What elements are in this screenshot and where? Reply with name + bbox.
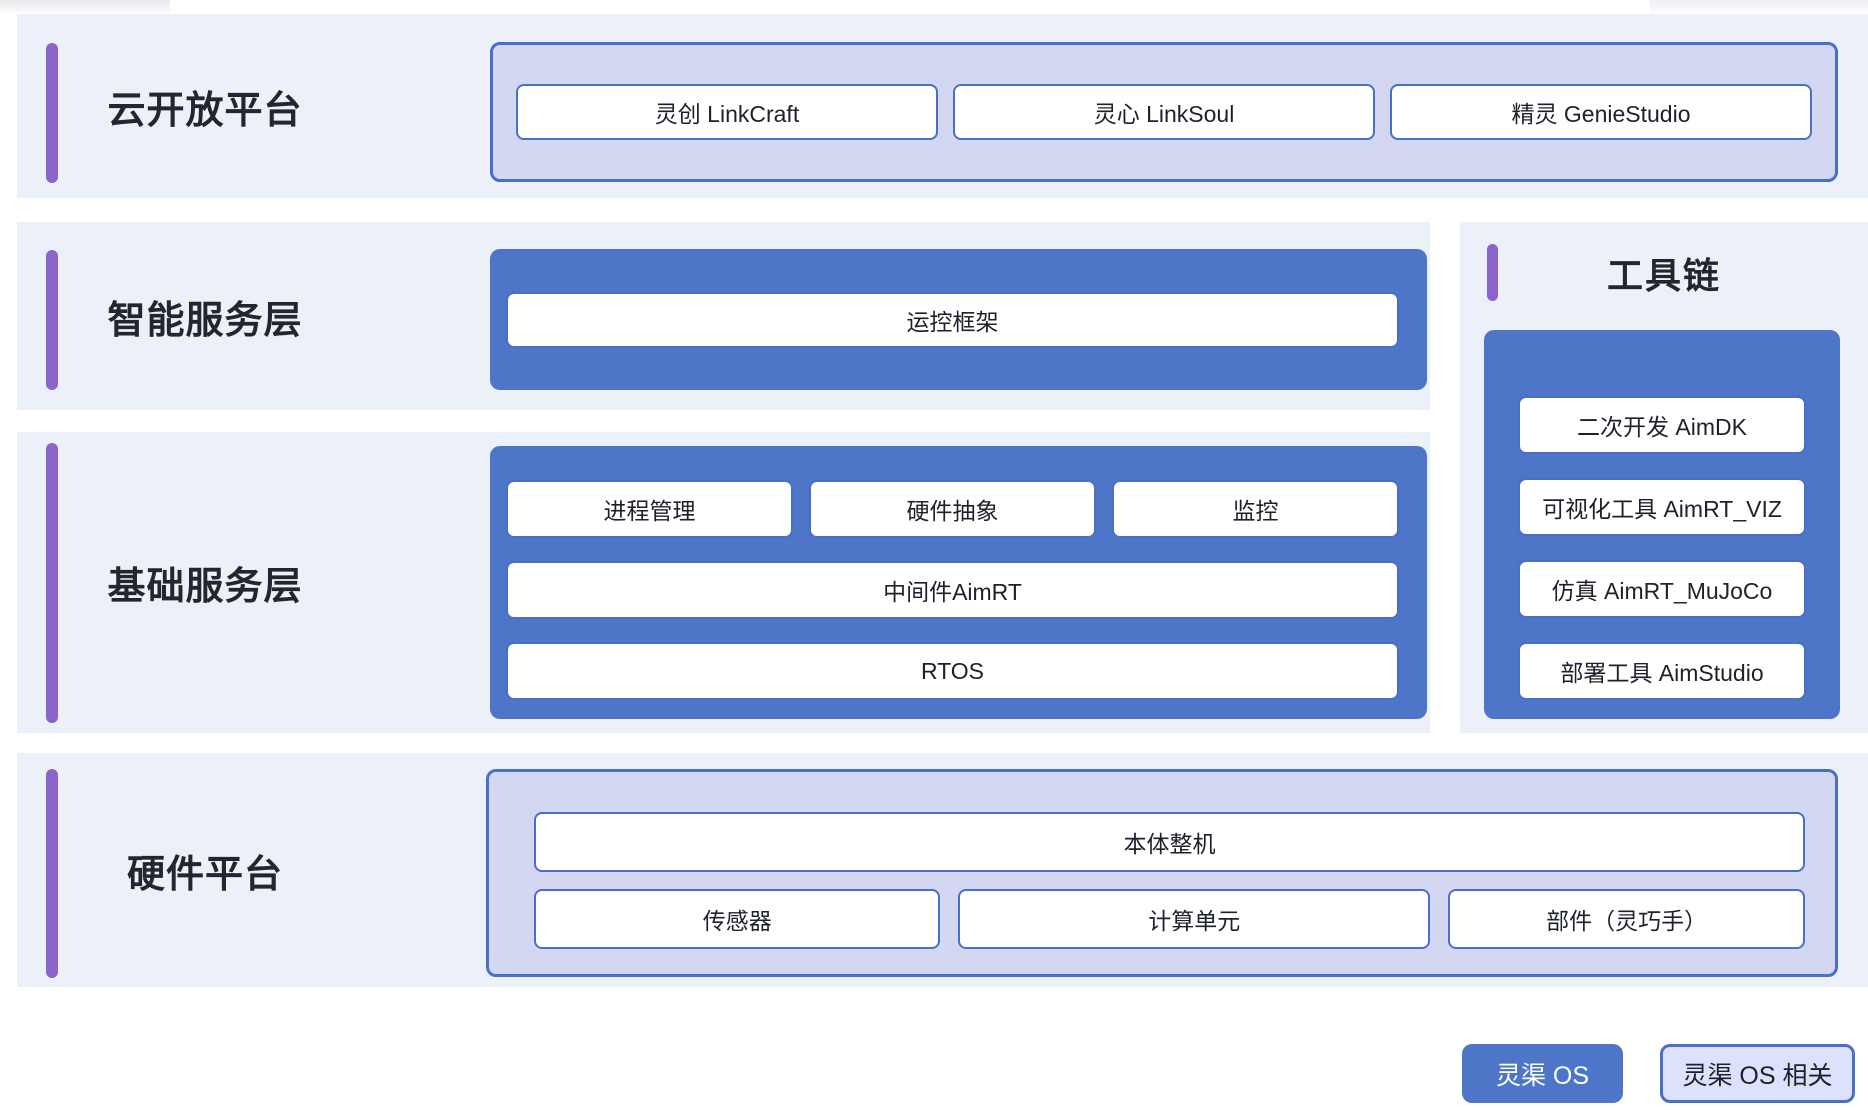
node-robot-body: 本体整机 — [534, 812, 1805, 872]
node-hardware-abstraction: 硬件抽象 — [809, 480, 1096, 538]
accent-bar — [46, 443, 58, 723]
node-aimstudio: 部署工具 AimStudio — [1518, 642, 1806, 700]
toolchain-title-wrap: 工具链 — [1460, 244, 1868, 301]
layer-label-intelligent-service: 智能服务层 — [107, 299, 303, 342]
node-aimrt-mujoco: 仿真 AimRT_MuJoCo — [1518, 560, 1806, 618]
node-middleware-aimrt: 中间件AimRT — [506, 561, 1399, 619]
toolchain-title: 工具链 — [1606, 254, 1721, 296]
node-geniestudio: 精灵 GenieStudio — [1390, 84, 1812, 140]
foundation-top-row: 进程管理 硬件抽象 监控 — [506, 480, 1399, 538]
panel-toolchain: 工具链 二次开发 AimDK 可视化工具 AimRT_VIZ 仿真 AimRT_… — [1460, 222, 1868, 733]
node-linkcraft: 灵创 LinkCraft — [516, 84, 938, 140]
os-related-group-cloud: 灵创 LinkCraft 灵心 LinkSoul 精灵 GenieStudio — [490, 42, 1838, 182]
node-aimrt-viz: 可视化工具 AimRT_VIZ — [1518, 478, 1806, 536]
accent-bar — [1487, 244, 1498, 301]
hardware-bottom-row: 传感器 计算单元 部件（灵巧手） — [534, 889, 1805, 949]
node-linksoul: 灵心 LinkSoul — [953, 84, 1375, 140]
layer-label-cloud-platform: 云开放平台 — [107, 89, 303, 132]
accent-bar — [46, 250, 58, 390]
layer-row-foundation-service: 基础服务层 进程管理 硬件抽象 监控 中间件AimRT RTOS — [17, 432, 1430, 733]
layer-row-hardware-platform: 硬件平台 本体整机 传感器 计算单元 部件（灵巧手） — [17, 753, 1868, 987]
accent-bar — [46, 769, 58, 978]
node-aimdk: 二次开发 AimDK — [1518, 396, 1806, 454]
layer-label-wrap: 智能服务层 — [17, 222, 393, 410]
layer-row-cloud-platform: 云开放平台 灵创 LinkCraft 灵心 LinkSoul 精灵 GenieS… — [17, 14, 1868, 198]
legend-chip-lingqu-os-related: 灵渠 OS 相关 — [1660, 1044, 1855, 1103]
node-rtos: RTOS — [506, 642, 1399, 700]
os-group-intelligent: 运控框架 — [490, 249, 1427, 390]
layer-label-hardware-platform: 硬件平台 — [126, 853, 283, 896]
legend-chip-lingqu-os: 灵渠 OS — [1462, 1044, 1623, 1103]
layer-label-wrap: 云开放平台 — [17, 14, 393, 198]
layer-label-wrap: 基础服务层 — [17, 432, 393, 733]
os-group-toolchain: 二次开发 AimDK 可视化工具 AimRT_VIZ 仿真 AimRT_MuJo… — [1484, 330, 1840, 719]
os-group-foundation: 进程管理 硬件抽象 监控 中间件AimRT RTOS — [490, 446, 1427, 719]
os-related-group-hardware: 本体整机 传感器 计算单元 部件（灵巧手） — [486, 769, 1838, 977]
node-process-management: 进程管理 — [506, 480, 793, 538]
node-motion-control-framework: 运控框架 — [506, 292, 1399, 348]
layer-label-foundation-service: 基础服务层 — [107, 566, 303, 608]
accent-bar — [46, 43, 58, 183]
node-compute-unit: 计算单元 — [958, 889, 1431, 949]
node-monitoring: 监控 — [1112, 480, 1399, 538]
top-edge-shadow-left — [0, 0, 170, 13]
layer-row-intelligent-service: 智能服务层 运控框架 — [17, 222, 1430, 410]
top-edge-shadow-right — [1650, 0, 1868, 13]
node-dexterous-hand-parts: 部件（灵巧手） — [1448, 889, 1805, 949]
node-sensors: 传感器 — [534, 889, 941, 949]
layer-label-wrap: 硬件平台 — [17, 753, 393, 987]
